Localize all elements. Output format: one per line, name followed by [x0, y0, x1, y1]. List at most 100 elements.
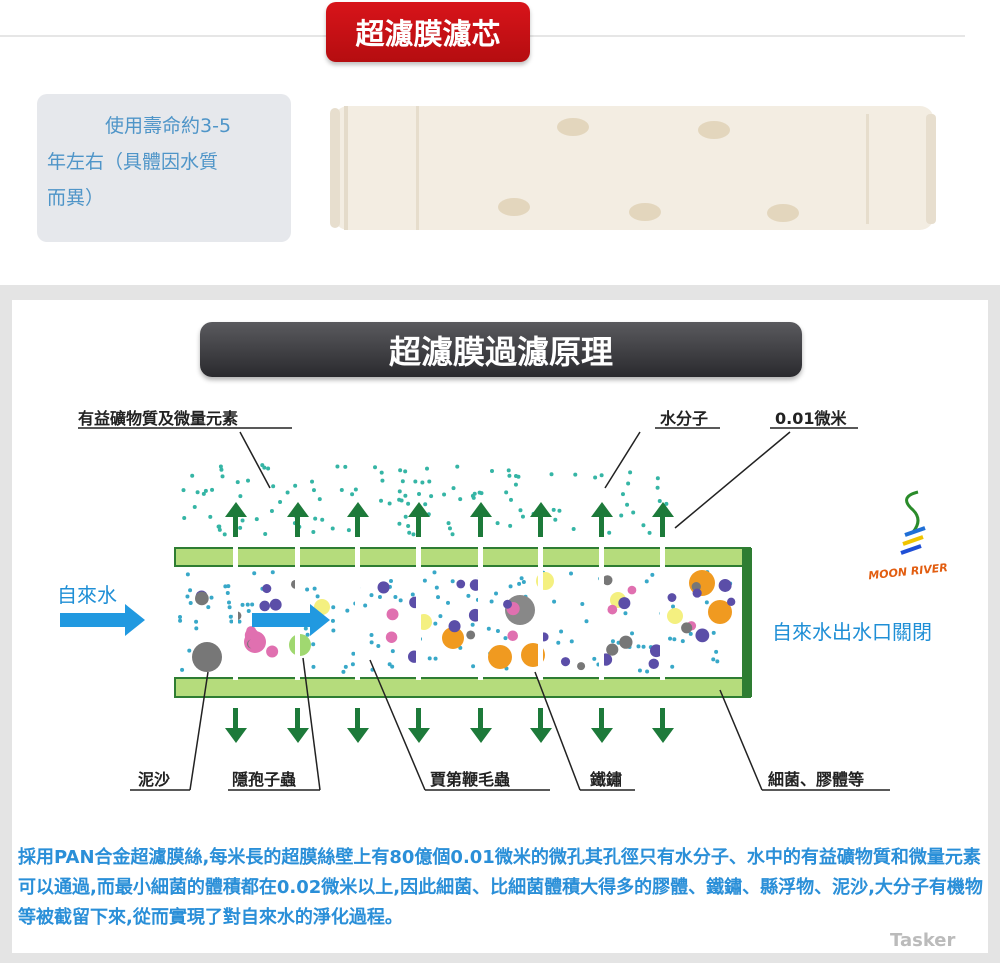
up-arrow-icon	[355, 515, 360, 537]
water-molecule	[427, 479, 432, 484]
water-molecule	[252, 571, 257, 576]
water-molecule	[188, 588, 193, 593]
water-molecule	[393, 594, 398, 599]
water-molecule	[436, 595, 441, 600]
water-molecule	[219, 467, 224, 472]
water-molecule	[516, 474, 521, 479]
water-molecule	[226, 584, 231, 589]
water-molecule	[711, 657, 716, 662]
water-molecule	[704, 600, 709, 605]
contaminant-particle	[195, 591, 209, 606]
water-molecule	[625, 502, 630, 507]
water-molecule	[406, 501, 411, 506]
down-arrow-icon	[652, 728, 674, 743]
contaminant-particle	[262, 584, 272, 594]
water-molecule	[433, 621, 438, 626]
water-molecule	[508, 584, 513, 589]
water-molecule	[377, 595, 382, 600]
water-molecule	[711, 630, 716, 635]
water-molecule	[190, 473, 195, 478]
contaminant-particle	[269, 598, 282, 611]
water-molecule	[343, 664, 348, 669]
water-molecule	[209, 595, 214, 600]
logo-text: MOON RIVER	[868, 561, 949, 582]
water-molecule	[628, 470, 633, 475]
water-molecule	[446, 521, 451, 526]
water-molecule	[458, 497, 463, 502]
down-arrow-icon	[355, 708, 360, 730]
label-inlet: 自來水	[57, 583, 117, 607]
contaminant-particle	[648, 658, 659, 670]
up-arrow-icon	[652, 502, 674, 517]
water-molecule	[644, 579, 649, 584]
water-molecule	[580, 601, 585, 606]
contaminant-particle	[259, 600, 271, 612]
water-molecule	[517, 581, 522, 586]
water-molecule	[506, 468, 511, 473]
water-molecule	[450, 532, 455, 537]
water-molecule	[521, 579, 526, 584]
water-molecule	[626, 481, 631, 486]
water-molecule	[369, 633, 374, 638]
water-molecule	[320, 517, 325, 522]
water-molecule	[486, 626, 491, 631]
label-sand: 泥沙	[138, 770, 171, 789]
contaminant-particle	[386, 608, 399, 621]
water-molecule	[429, 494, 434, 499]
contaminant-particle	[602, 575, 613, 586]
water-molecule	[490, 469, 495, 474]
label-pore-size: 0.01微米	[775, 409, 847, 428]
water-molecule	[668, 636, 673, 641]
water-molecule	[188, 600, 193, 605]
water-molecule	[552, 599, 557, 604]
water-molecule	[240, 602, 245, 607]
water-molecule	[229, 619, 234, 624]
water-molecule	[495, 521, 500, 526]
water-molecule	[637, 668, 642, 673]
water-molecule	[341, 669, 346, 674]
water-molecule	[240, 518, 245, 523]
up-arrow-icon	[416, 515, 421, 537]
water-molecule	[206, 605, 211, 610]
water-molecule	[238, 494, 243, 499]
water-molecule	[559, 629, 564, 634]
up-arrow-icon	[591, 502, 613, 517]
water-molecule	[403, 514, 408, 519]
water-molecule	[455, 464, 460, 469]
water-molecule	[630, 631, 635, 636]
water-molecule	[592, 656, 597, 661]
water-molecule	[226, 600, 231, 605]
up-arrow-icon	[295, 515, 300, 537]
water-molecule	[310, 479, 315, 484]
contaminant-particle	[385, 631, 398, 643]
water-molecule	[519, 576, 524, 581]
water-molecule	[223, 584, 228, 589]
water-molecule	[671, 604, 676, 609]
water-molecule	[403, 493, 408, 498]
water-molecule	[477, 490, 482, 495]
contaminant-particle	[456, 579, 466, 589]
up-arrow-icon	[530, 502, 552, 517]
water-molecule	[228, 614, 233, 619]
water-molecule	[363, 603, 368, 608]
water-molecule	[192, 505, 197, 510]
water-molecule	[343, 464, 348, 469]
water-molecule	[185, 572, 190, 577]
water-molecule	[670, 664, 675, 669]
water-molecule	[688, 631, 693, 636]
principle-panel	[12, 300, 988, 953]
up-arrow-icon	[599, 515, 604, 537]
water-molecule	[379, 470, 384, 475]
down-arrow-icon	[416, 708, 421, 730]
water-molecule	[451, 486, 456, 491]
water-molecule	[203, 488, 208, 493]
water-molecule	[557, 508, 562, 513]
water-molecule	[420, 480, 425, 485]
water-molecule	[655, 476, 660, 481]
water-molecule	[227, 605, 232, 610]
pipe-wall-bottom	[174, 677, 751, 698]
water-molecule	[312, 586, 317, 591]
water-molecule	[350, 492, 355, 497]
water-molecule	[599, 473, 604, 478]
water-molecule	[305, 587, 310, 592]
